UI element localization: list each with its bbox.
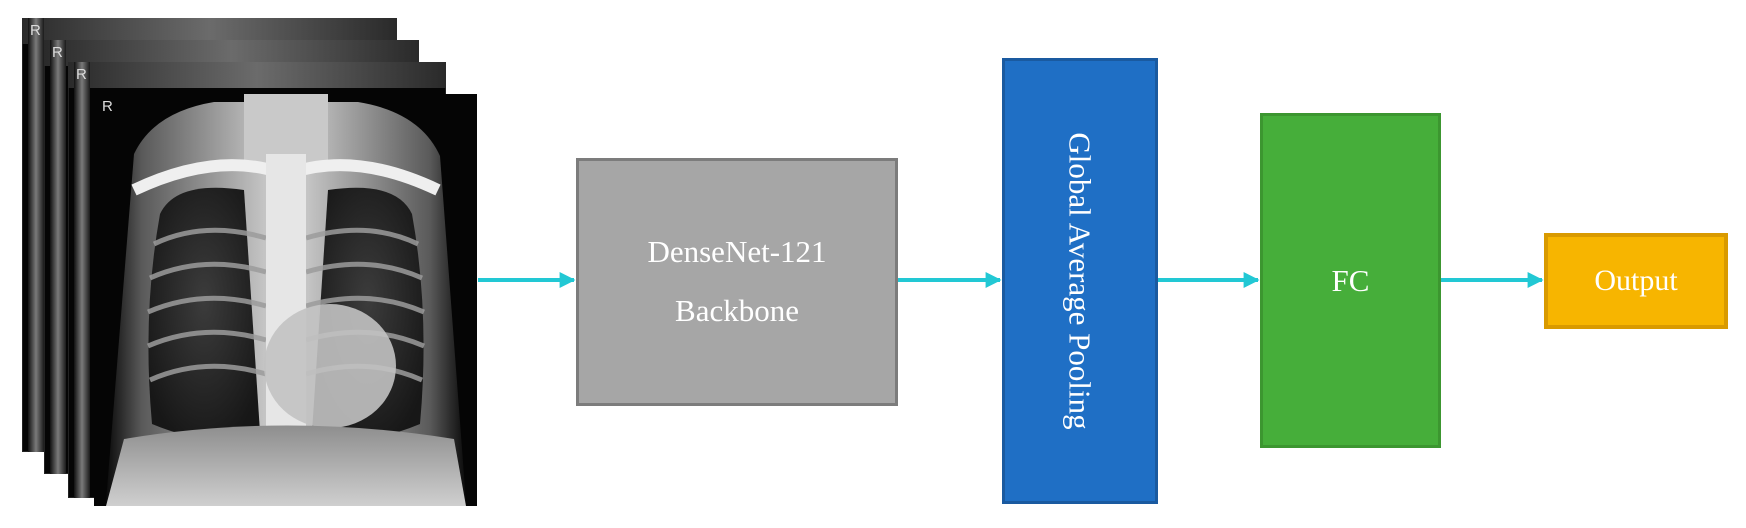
output-label: Output xyxy=(1594,264,1678,297)
chest-xray-image xyxy=(94,94,477,506)
fc-label: FC xyxy=(1331,262,1370,298)
input-xray-stack: R R R xyxy=(0,0,480,528)
backbone-label-line-2: Backbone xyxy=(675,293,799,328)
densenet-backbone-block: DenseNet-121 Backbone xyxy=(576,158,898,406)
output-block: Output xyxy=(1544,233,1728,329)
fc-block: FC xyxy=(1260,113,1441,448)
global-average-pooling-block: Global Average Pooling xyxy=(1002,58,1158,504)
xray-image-front: R xyxy=(94,94,477,506)
view-marker: R xyxy=(52,44,63,61)
view-marker: R xyxy=(76,66,87,83)
backbone-label-line-1: DenseNet-121 xyxy=(647,234,827,270)
view-marker: R xyxy=(30,22,41,39)
view-marker: R xyxy=(102,98,113,115)
